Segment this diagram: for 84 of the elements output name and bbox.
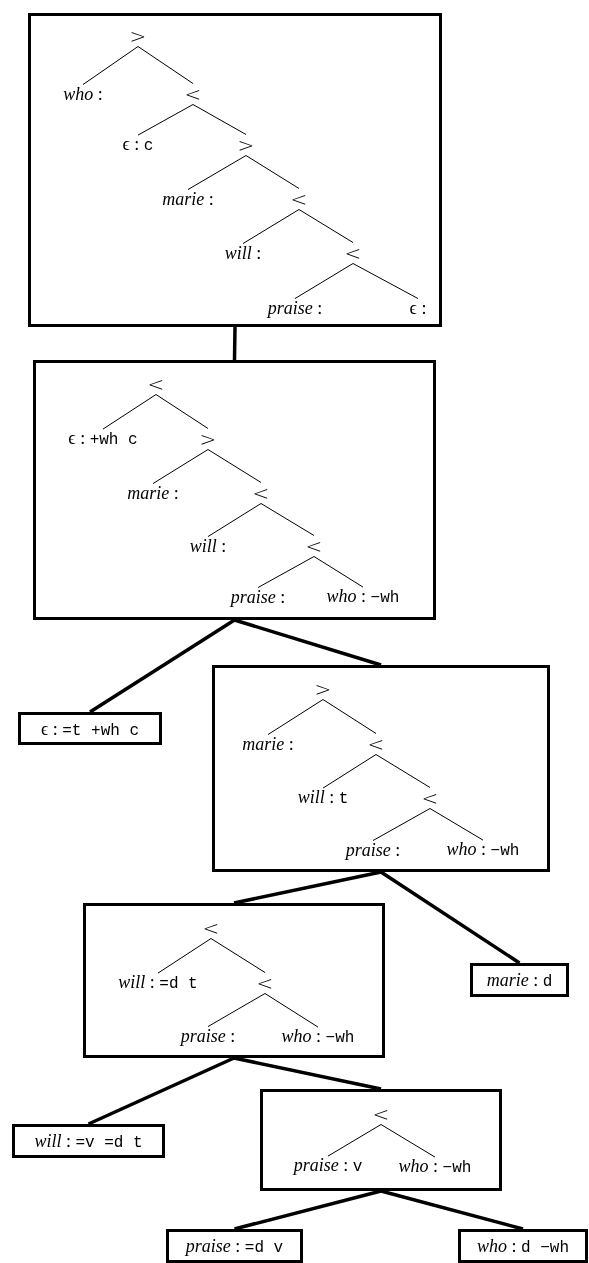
merge-symbol: < xyxy=(372,1103,390,1125)
tree-branch xyxy=(210,938,266,973)
merge-symbol: > xyxy=(237,134,255,156)
lexical-item: who : −wh xyxy=(281,1027,355,1047)
tree-branch xyxy=(375,754,431,788)
merge-symbol: > xyxy=(314,678,332,700)
lexical-item-box: who : d −wh xyxy=(458,1229,588,1263)
lexical-item-box: will : =v =d t xyxy=(12,1124,165,1158)
derivation-edge xyxy=(234,618,382,667)
merge-symbol: < xyxy=(305,535,323,557)
lexical-item: will : t xyxy=(297,788,349,808)
merge-symbol: < xyxy=(344,242,362,264)
tree-branch xyxy=(322,699,377,734)
lexical-item: who : −wh xyxy=(326,587,400,607)
lexical-item: who : −wh xyxy=(398,1157,472,1177)
derivation-edge xyxy=(87,1056,235,1126)
tree-branch xyxy=(155,394,209,429)
merge-symbol: < xyxy=(202,917,220,939)
lexical-item: praise : v xyxy=(293,1156,363,1176)
tree-branch xyxy=(82,46,139,86)
tree-branch xyxy=(187,155,247,191)
lexical-item: marie : xyxy=(127,483,179,503)
tree-branch xyxy=(207,449,262,483)
tree-branch xyxy=(313,556,364,588)
derivation-edge xyxy=(89,618,236,714)
tree-branch xyxy=(137,104,194,136)
tree-branch xyxy=(207,503,262,538)
lexical-item: ϵ : +wh c xyxy=(68,429,138,449)
tree-branch xyxy=(207,993,266,1028)
tree-branch xyxy=(260,503,315,536)
derivation-edge xyxy=(380,870,521,965)
tree-box xyxy=(33,360,436,620)
tree-branch xyxy=(372,808,431,842)
lexical-item: praise : xyxy=(180,1026,236,1046)
tree-branch xyxy=(257,556,315,589)
tree-branch xyxy=(352,263,419,300)
tree-branch xyxy=(380,1124,436,1158)
lexical-item: will : =d t xyxy=(118,973,198,993)
lexical-item-box: marie : d xyxy=(470,963,569,997)
tree-branch xyxy=(245,155,300,189)
tree-box xyxy=(28,13,442,327)
tree-branch xyxy=(298,209,354,243)
tree-branch xyxy=(327,1124,382,1157)
lexical-item: who : xyxy=(63,84,103,104)
tree-box xyxy=(212,665,550,872)
merge-symbol: < xyxy=(147,373,165,395)
merge-symbol: < xyxy=(252,482,270,504)
tree-box xyxy=(260,1089,502,1191)
lexical-item-box: praise : =d v xyxy=(166,1229,303,1263)
derivation-edge xyxy=(232,326,237,361)
merge-symbol: < xyxy=(367,733,385,755)
merge-symbol: < xyxy=(421,787,439,809)
derivation-edge xyxy=(233,870,382,905)
merge-symbol: > xyxy=(199,428,217,450)
lexical-item: ϵ : xyxy=(409,298,427,318)
merge-symbol: < xyxy=(256,972,274,994)
lexical-item: who : −wh xyxy=(446,840,520,860)
tree-branch xyxy=(242,209,300,245)
lexical-item: marie : xyxy=(242,734,294,754)
merge-symbol: < xyxy=(184,83,202,105)
derivation-edge xyxy=(233,1056,382,1091)
tree-branch xyxy=(157,938,212,974)
lexical-item: ϵ : c xyxy=(122,135,154,155)
lexical-item: praise : xyxy=(345,840,401,860)
lexical-item: will : xyxy=(189,536,227,556)
tree-branch xyxy=(102,394,157,430)
tree-branch xyxy=(322,754,377,789)
merge-symbol: < xyxy=(290,188,308,210)
derivation-edge xyxy=(234,1189,382,1231)
tree-branch xyxy=(192,104,247,135)
lexical-item: will : xyxy=(224,243,262,263)
lexical-item: marie : xyxy=(162,189,214,209)
tree-box xyxy=(83,903,385,1058)
derivation-edge xyxy=(380,1189,524,1231)
tree-branch xyxy=(294,263,354,300)
tree-branch xyxy=(267,699,324,736)
tree-branch xyxy=(429,808,484,841)
merge-symbol: > xyxy=(129,25,147,47)
tree-branch xyxy=(152,449,209,485)
lexical-item: praise : xyxy=(267,298,323,318)
lexical-item: praise : xyxy=(230,587,286,607)
tree-branch xyxy=(137,46,194,84)
tree-branch xyxy=(264,993,319,1028)
lexical-item-box: ϵ : =t +wh c xyxy=(18,712,162,745)
